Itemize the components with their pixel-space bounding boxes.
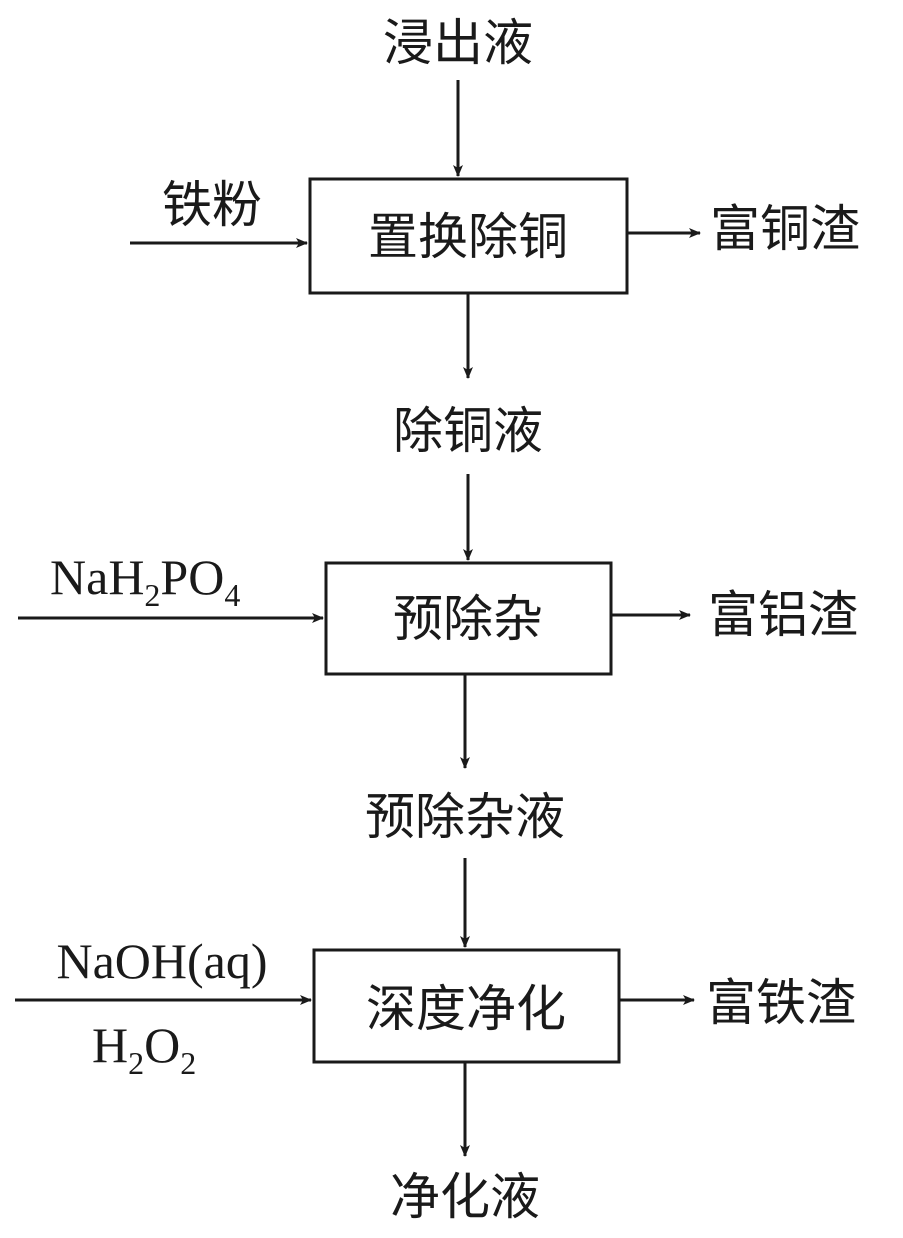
step2-output-label: 预除杂液 — [365, 788, 565, 846]
step3-reagent-top: NaOH(aq) — [56, 933, 267, 989]
step2-box — [324, 561, 613, 676]
step2-byproduct-label: 富铝渣 — [708, 586, 858, 644]
step3-label: 深度净化 — [366, 980, 566, 1038]
step1-byproduct-label: 富铜渣 — [710, 200, 860, 258]
final-output-label: 净化液 — [390, 1168, 540, 1226]
step2-reagent-formula: NaH2PO4 — [50, 549, 240, 613]
step1-reagent-label: 铁粉 — [162, 176, 262, 234]
step2-label: 预除杂 — [393, 590, 543, 648]
feed-label: 浸出液 — [383, 14, 533, 72]
step3-reagent-bottom-formula: H2O2 — [92, 1017, 196, 1081]
step1-output-label: 除铜液 — [393, 402, 543, 460]
step1-label: 置换除铜 — [368, 208, 568, 266]
step3-byproduct-label: 富铁渣 — [706, 974, 856, 1032]
